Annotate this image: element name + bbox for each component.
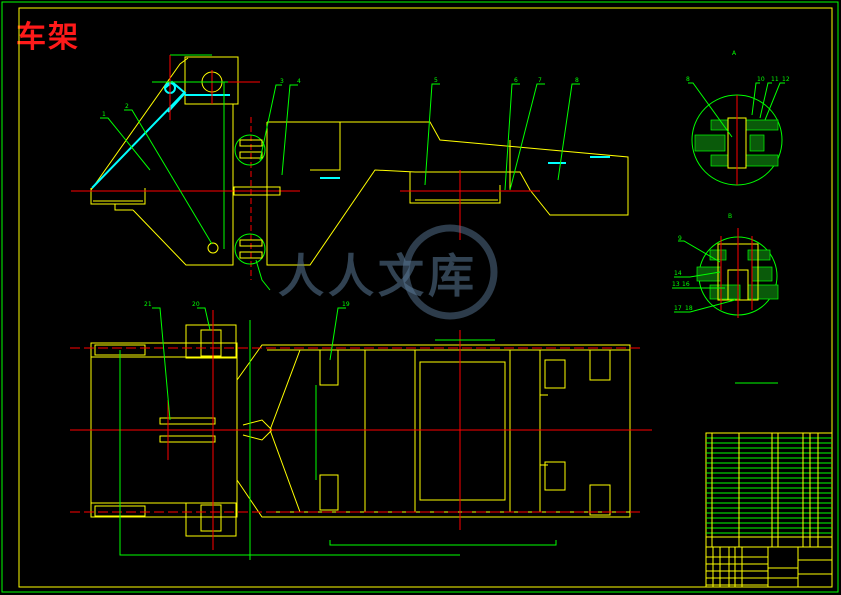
svg-text:18: 18 <box>685 305 693 312</box>
title-block <box>705 432 833 588</box>
svg-text:B: B <box>728 213 732 220</box>
svg-text:13: 13 <box>672 281 680 288</box>
svg-text:A: A <box>732 50 737 57</box>
svg-text:16: 16 <box>682 281 690 288</box>
plan-view: 21 20 19 <box>70 301 778 560</box>
drawing-title: 车架 <box>16 20 80 55</box>
detail-view-b: B 9 14 13 16 17 18 <box>672 213 779 318</box>
svg-text:21: 21 <box>144 301 152 308</box>
svg-text:12: 12 <box>782 76 790 83</box>
svg-text:2: 2 <box>125 103 129 110</box>
svg-text:5: 5 <box>434 77 438 84</box>
svg-text:7: 7 <box>538 77 542 84</box>
svg-text:11: 11 <box>771 76 779 83</box>
svg-text:14: 14 <box>674 270 682 277</box>
side-view: 1 2 3 4 5 6 7 8 <box>71 54 629 291</box>
svg-text:8: 8 <box>575 77 579 84</box>
watermark: 人人文库 <box>278 249 478 303</box>
svg-text:9: 9 <box>678 235 682 242</box>
svg-text:17: 17 <box>674 305 682 312</box>
svg-text:3: 3 <box>280 78 284 85</box>
svg-text:19: 19 <box>342 301 350 308</box>
svg-text:20: 20 <box>192 301 200 308</box>
svg-text:1: 1 <box>102 111 106 118</box>
svg-text:10: 10 <box>757 76 765 83</box>
svg-text:8: 8 <box>686 76 690 83</box>
inner-border <box>18 7 833 588</box>
svg-text:6: 6 <box>514 77 518 84</box>
detail-view-a: A 8 10 11 12 <box>686 50 790 186</box>
svg-text:4: 4 <box>297 78 301 85</box>
